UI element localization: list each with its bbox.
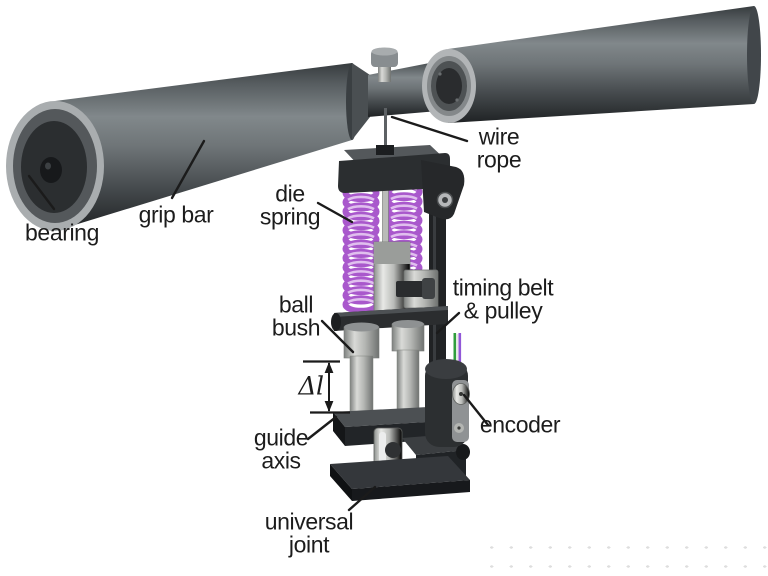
encoder-screw-center (457, 426, 461, 430)
die-spring-left (346, 187, 377, 311)
hub-bearing-ring (422, 49, 476, 123)
ujoint-highlight (379, 432, 386, 466)
base-front-face (352, 480, 470, 501)
slider-upper-block (374, 242, 410, 264)
ball-bush-right (391, 323, 425, 352)
label-die-spring: die spring (259, 180, 321, 230)
encoder-assembly (425, 333, 470, 447)
clamp-bolt-head (422, 278, 435, 299)
label-encoder: encoder (479, 411, 561, 438)
ujoint-cross-hole (385, 442, 401, 458)
dim-arrow-down (324, 401, 334, 412)
guide-axis-right (396, 349, 420, 415)
hub-screw-dot (455, 98, 459, 102)
label-wire-rope: wire rope (476, 123, 522, 173)
shaft-knob (456, 444, 470, 460)
bearing-leader (27, 174, 56, 211)
flange-highlight (334, 306, 448, 317)
ball-bush-left-top (344, 322, 379, 332)
clamp-knob (371, 47, 398, 82)
clamp-bolt (396, 281, 428, 297)
label-ball-bush: ball bush (271, 291, 321, 341)
guide-axis-leader (306, 415, 338, 441)
ball-bush-leader (320, 319, 355, 354)
pulley-screw-center (442, 197, 448, 203)
ball-bushes (343, 320, 425, 359)
grip-bar-right-cap (747, 6, 761, 104)
delta-l-dimension (303, 360, 350, 414)
bearing-hub (40, 157, 62, 183)
wire-rope-leader (390, 115, 469, 143)
base-left-face (330, 464, 352, 501)
leader-lines (27, 115, 490, 512)
bracket-wire-slot (376, 145, 394, 155)
die-spring-leader (316, 201, 354, 224)
knob-stem (378, 63, 391, 82)
hub-ring-inner (436, 68, 462, 104)
label-bearing: bearing (25, 219, 99, 246)
grip-bar (6, 6, 761, 231)
ball-bush-right-top (392, 320, 424, 328)
base-plate (330, 456, 470, 501)
encoder-housing-top (425, 359, 467, 379)
bearing-face (6, 101, 104, 231)
grip-bar-taper (352, 63, 370, 140)
encoder-leader (462, 393, 490, 427)
encoder-disc-center (459, 392, 463, 396)
label-timing-belt: timing belt & pulley (452, 274, 554, 324)
guide-axes (349, 349, 420, 423)
center-rod (382, 185, 389, 249)
knob-top (371, 47, 398, 56)
dim-arrow-up (324, 362, 334, 373)
label-guide-axis: guide axis (253, 424, 309, 474)
base-top-face (330, 456, 470, 489)
grip-bar-right-body (448, 6, 754, 123)
top-bracket (338, 145, 465, 220)
mount-left-face (333, 412, 345, 446)
watermark-dots (482, 538, 768, 576)
center-slider-assembly (373, 241, 439, 321)
bracket-pulley-lobe (421, 160, 465, 220)
label-universal-joint: universal joint (264, 508, 354, 558)
timing-belt-leader (435, 311, 461, 335)
grip-bar-left-body (55, 63, 352, 231)
flange-left-end (331, 313, 341, 331)
universal-joint (373, 427, 403, 471)
ball-bush-left (343, 326, 380, 359)
label-grip-bar: grip bar (138, 201, 214, 228)
universal-joint-leader (347, 485, 377, 512)
hub-screw-dot (438, 72, 442, 76)
label-delta-l: Δl (298, 371, 324, 401)
grip-bar-leader (170, 139, 206, 200)
bearing-hub-dot (45, 162, 51, 170)
